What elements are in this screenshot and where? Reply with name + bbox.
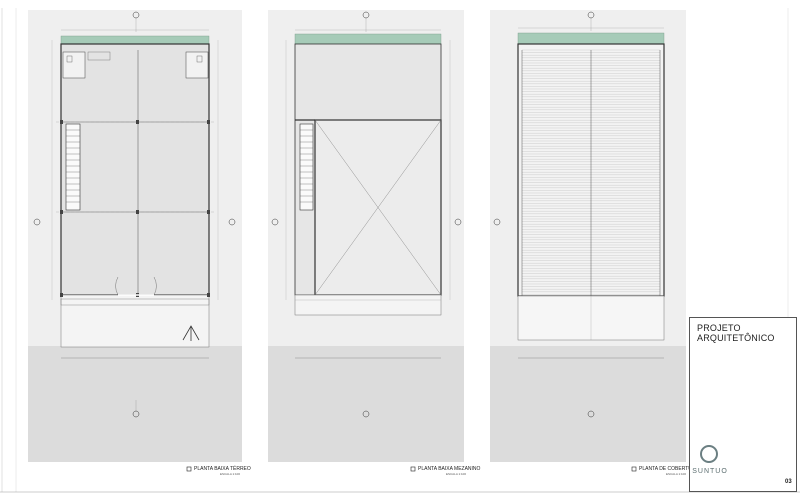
caption-roof: PLANTA DE COBERTURA (639, 466, 699, 472)
project-title: PROJETO ARQUITETÔNICO (697, 323, 775, 343)
caption-ground-floor: PLANTA BAIXA TÉRREO (194, 466, 251, 472)
panel-mezzanine (268, 10, 464, 472)
brand-logo: SUNTUO (691, 441, 729, 491)
scale-roof: ESCALA 1:100 (666, 472, 687, 476)
panel-roof (490, 10, 686, 472)
panel-ground-floor (28, 10, 242, 472)
scale-ground-floor: ESCALA 1:100 (220, 472, 241, 476)
caption-mezzanine: PLANTA BAIXA MEZANINO (418, 466, 481, 472)
scale-mezzanine: ESCALA 1:100 (446, 472, 467, 476)
brand-name: SUNTUO (692, 468, 728, 475)
sheet-number: 03 (785, 479, 792, 485)
logo-icon (700, 445, 718, 463)
title-block: PROJETO ARQUITETÔNICO (689, 317, 797, 492)
